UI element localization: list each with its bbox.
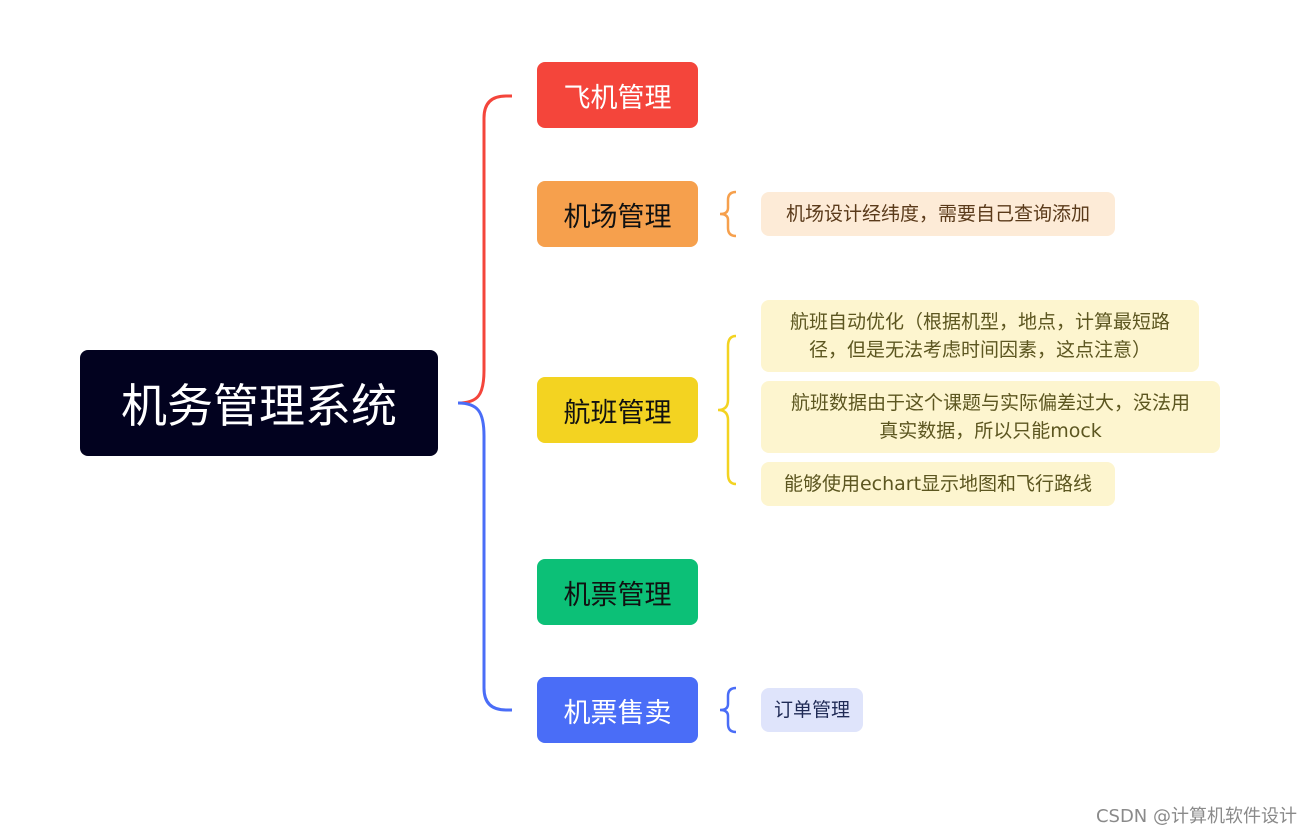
watermark: CSDN @计算机软件设计 bbox=[1095, 806, 1297, 827]
branch-ticket[interactable]: 机票管理 bbox=[537, 559, 698, 625]
branch-label: 机票售卖 bbox=[563, 697, 672, 729]
root-label: 机务管理系统 bbox=[121, 379, 397, 433]
note-text: 订单管理 bbox=[773, 699, 850, 721]
note-text-line: 真实数据，所以只能mock bbox=[879, 420, 1102, 442]
note-text-line: 航班数据由于这个课题与实际偏差过大，没法用 bbox=[790, 392, 1190, 414]
branch-label: 机票管理 bbox=[563, 579, 672, 611]
branch-label: 航班管理 bbox=[563, 397, 672, 429]
branch-label: 机场管理 bbox=[563, 201, 672, 233]
root-node[interactable]: 机务管理系统 bbox=[80, 350, 438, 456]
note-flight-mock[interactable]: 航班数据由于这个课题与实际偏差过大，没法用 真实数据，所以只能mock bbox=[761, 381, 1220, 453]
note-order[interactable]: 订单管理 bbox=[761, 688, 863, 732]
branch-aircraft[interactable]: 飞机管理 bbox=[537, 62, 698, 128]
branch-ticket-sale[interactable]: 机票售卖 bbox=[537, 677, 698, 743]
branch-label: 飞机管理 bbox=[563, 82, 672, 114]
note-text-line: 径，但是无法考虑时间因素，这点注意） bbox=[808, 339, 1151, 361]
note-text: 能够使用echart显示地图和飞行路线 bbox=[783, 473, 1093, 495]
branch-flight[interactable]: 航班管理 bbox=[537, 377, 698, 443]
note-flight-optimize[interactable]: 航班自动优化（根据机型，地点，计算最短路 径，但是无法考虑时间因素，这点注意） bbox=[761, 300, 1199, 372]
note-text: 机场设计经纬度，需要自己查询添加 bbox=[785, 203, 1090, 225]
note-flight-echart[interactable]: 能够使用echart显示地图和飞行路线 bbox=[761, 462, 1115, 506]
note-text-line: 航班自动优化（根据机型，地点，计算最短路 bbox=[789, 311, 1170, 333]
branch-airport[interactable]: 机场管理 bbox=[537, 181, 698, 247]
note-airport[interactable]: 机场设计经纬度，需要自己查询添加 bbox=[761, 192, 1115, 236]
